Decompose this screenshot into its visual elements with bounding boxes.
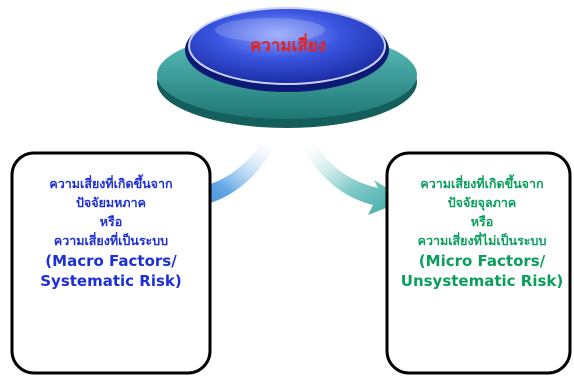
center-title: ความเสี่ยง: [249, 36, 327, 56]
left-box-text: ความเสี่ยงที่เกิดขึ้นจาก ปัจจัยมหภาค หรื…: [12, 177, 210, 290]
left-box: [10, 151, 212, 375]
right-box-line-1: ความเสี่ยงที่เกิดขึ้นจาก: [420, 176, 544, 191]
right-box-line-5: (Micro Factors/: [418, 252, 546, 270]
left-box-line-4: ความเสี่ยงที่เป็นระบบ: [53, 233, 169, 248]
left-box-line-1: ความเสี่ยงที่เกิดขึ้นจาก: [49, 176, 173, 191]
center-ellipse: [185, 7, 389, 92]
right-box: [385, 151, 572, 375]
right-box-line-4: ความเสี่ยงที่ไม่เป็นระบบ: [417, 233, 547, 248]
right-box-line-6: Unsystematic Risk): [400, 271, 564, 290]
right-box-line-3: หรือ: [470, 214, 494, 229]
right-box-text: ความเสี่ยงที่เกิดขึ้นจาก ปัจจัยจุลภาค หร…: [392, 177, 572, 290]
left-box-line-5: (Macro Factors/: [45, 252, 177, 270]
left-box-line-2: ปัจจัยมหภาค: [75, 195, 146, 210]
left-box-line-6: Systematic Risk): [40, 271, 182, 290]
right-box-line-2: ปัจจัยจุลภาค: [447, 195, 517, 210]
left-box-line-3: หรือ: [99, 214, 123, 229]
right-curved-arrow: [304, 142, 406, 215]
